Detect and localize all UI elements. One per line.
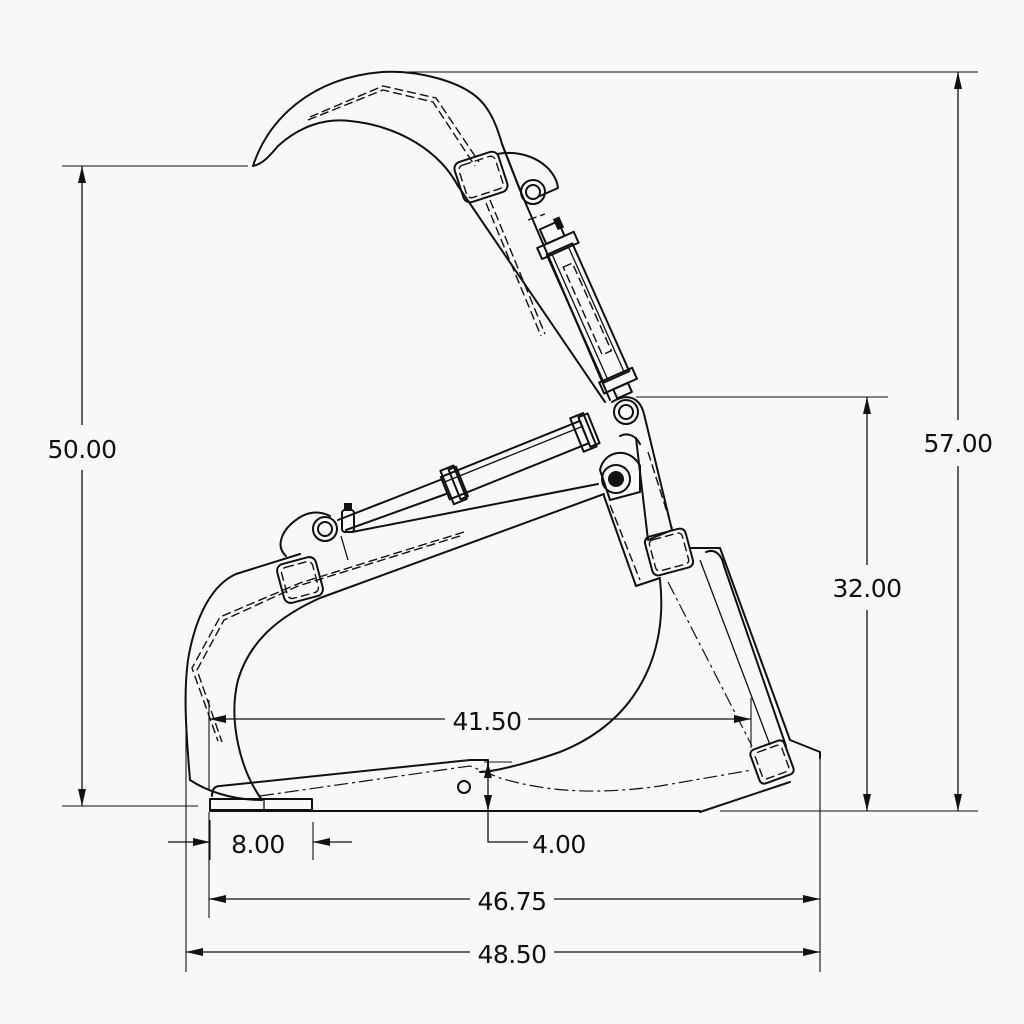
pivot-link bbox=[599, 396, 673, 587]
dimension-labels: 50.00 57.00 32.00 41.50 8.00 4.00 46.75 … bbox=[47, 429, 993, 969]
dim-label-tine-height: 57.00 bbox=[923, 429, 992, 458]
upper-hydraulic-cylinder bbox=[527, 213, 638, 400]
lower-hydraulic-cylinder bbox=[312, 412, 601, 542]
dim-label-overall-length: 48.50 bbox=[477, 940, 546, 969]
dim-label-floor-length: 46.75 bbox=[477, 887, 546, 916]
dim-label-inner-depth: 41.50 bbox=[452, 707, 521, 736]
dim-label-pivot-height: 32.00 bbox=[832, 574, 901, 603]
lower-grapple-tine bbox=[184, 483, 605, 801]
bucket-body bbox=[209, 527, 821, 813]
dim-label-floor-clearance: 4.00 bbox=[532, 830, 586, 859]
dim-label-cutting-edge: 8.00 bbox=[231, 830, 285, 859]
upper-grapple-tine bbox=[252, 70, 611, 403]
dim-label-overall-height: 50.00 bbox=[47, 435, 116, 464]
dimension-lines bbox=[62, 71, 978, 972]
